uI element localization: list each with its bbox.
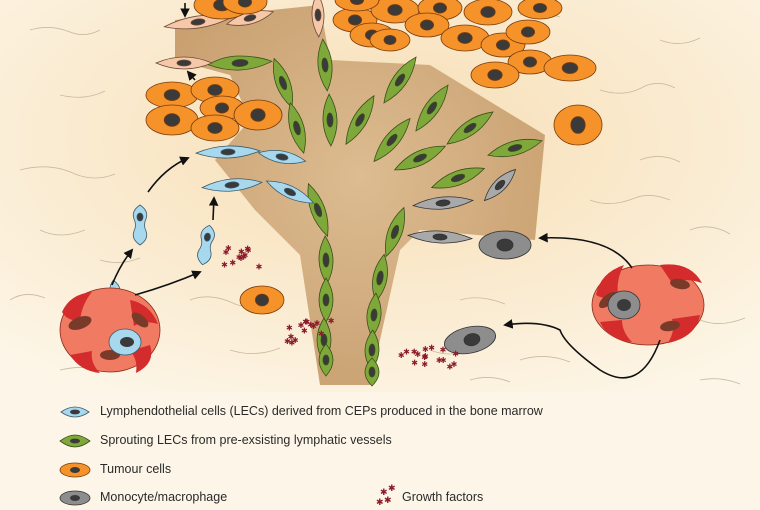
growth-factor-mark: ✱	[240, 253, 247, 262]
growth-factor-mark: ✱	[223, 248, 230, 257]
growth-factor-mark: ✱	[422, 345, 429, 354]
growth-factor-mark: ✱	[238, 248, 245, 257]
growth-factor-mark: ✱	[314, 319, 321, 328]
legend-label-sprouting: Sprouting LECs from pre-exsisting lympha…	[100, 433, 392, 447]
growth-factor-mark: ✱	[411, 358, 418, 367]
growth-factor-mark: ✱	[421, 353, 428, 362]
svg-text:✱: ✱	[380, 488, 388, 498]
growth-factor-mark: ✱	[288, 333, 295, 342]
growth-factor-mark: ✱	[328, 316, 335, 325]
tumour-cell	[233, 99, 283, 131]
tumour-cell	[369, 28, 411, 52]
endothelial-cells-top	[154, 0, 325, 70]
progenitor-cell-right	[591, 264, 705, 346]
growth-factor-mark: ✱	[225, 244, 232, 253]
legend-label-growth: Growth factors	[402, 490, 484, 504]
growth-factor-mark: ✱	[403, 347, 410, 356]
growth-factor-mark: ✱	[414, 350, 421, 359]
tumour-cell	[440, 24, 490, 52]
legend-icons: ✱ ✱ ✱ ✱	[59, 406, 396, 508]
legend-label-monocyte: Monocyte/macrophage	[100, 490, 228, 504]
growth-factor-mark: ✱	[244, 245, 251, 254]
legend-sprouting-icon	[59, 434, 91, 448]
tumour-cell	[222, 0, 268, 15]
legend-label-lec: Lymphendothelial cells (LECs) derived fr…	[100, 404, 543, 418]
growth-factor-mark: ✱	[436, 356, 443, 365]
tumour-cell	[404, 12, 450, 38]
tumour-cell	[505, 19, 551, 45]
svg-text:✱: ✱	[384, 496, 392, 506]
growth-factor-mark: ✱	[411, 348, 418, 357]
tumour-cell	[145, 81, 199, 109]
legend-tumour-icon	[59, 462, 91, 478]
tumour-cell	[470, 61, 520, 89]
growth-factor-mark: ✱	[298, 321, 305, 330]
growth-factor-mark: ✱	[440, 346, 447, 355]
growth-factor-mark: ✱	[236, 253, 243, 262]
growth-factor-mark: ✱	[452, 349, 459, 358]
tumour-cell	[370, 0, 420, 24]
growth-factor-mark: ✱	[318, 329, 325, 338]
growth-factor-mark: ✱	[221, 261, 228, 270]
legend-label-tumour: Tumour cells	[100, 462, 172, 476]
tissue-region	[175, 5, 545, 385]
growth-factor-mark: ✱	[245, 246, 252, 255]
legend-background	[0, 392, 760, 510]
tumour-cells	[145, 0, 603, 315]
growth-factor-mark: ✱	[398, 351, 405, 360]
progenitor-cell-left	[59, 287, 161, 373]
growth-factor-mark: ✱	[440, 356, 447, 365]
legend-growth-icon: ✱ ✱ ✱ ✱	[376, 484, 396, 508]
legend-lec-icon	[60, 406, 90, 418]
tumour-cell	[517, 0, 563, 20]
growth-factor-mark: ✱	[310, 322, 317, 331]
growth-factor-mark: ✱	[256, 262, 263, 271]
growth-factor-mark: ✱	[289, 339, 296, 348]
growth-factor-mark: ✱	[451, 360, 458, 369]
tumour-cell	[334, 0, 380, 12]
growth-factor-mark: ✱	[301, 326, 308, 335]
monocyte-cells	[406, 168, 532, 355]
growth-factor-mark: ✱	[307, 320, 314, 329]
growth-factors: ✱✱✱✱✱✱✱✱✱✱✱✱✱✱✱✱✱✱✱✱✱✱✱✱✱✱✱✱✱✱✱✱✱✱✱✱✱✱✱✱…	[221, 244, 459, 371]
growth-factor-mark: ✱	[284, 337, 291, 346]
tumour-cell	[553, 104, 603, 146]
tumour-cell	[145, 104, 199, 136]
svg-text:✱: ✱	[388, 484, 396, 494]
growth-factor-mark: ✱	[447, 362, 454, 371]
growth-factor-mark: ✱	[238, 254, 245, 263]
tumour-cell	[463, 0, 513, 26]
growth-factor-mark: ✱	[229, 259, 236, 268]
tumour-cell	[543, 54, 597, 82]
svg-text:✱: ✱	[376, 498, 384, 508]
tumour-cell	[190, 114, 240, 142]
growth-factor-mark: ✱	[302, 318, 309, 327]
growth-factor-mark: ✱	[421, 360, 428, 369]
sprouting-lec-cells	[207, 38, 543, 387]
legend-monocyte-icon	[59, 490, 91, 506]
growth-factor-mark: ✱	[286, 323, 293, 332]
growth-factor-mark: ✱	[428, 343, 435, 352]
migration-arrows	[111, 3, 661, 379]
growth-factor-mark: ✱	[422, 352, 429, 361]
growth-factor-mark: ✱	[292, 336, 299, 345]
tumour-cell	[507, 49, 553, 75]
growth-factor-mark: ✱	[242, 251, 249, 260]
tumour-cell	[239, 285, 285, 315]
growth-factor-mark: ✱	[304, 318, 311, 327]
